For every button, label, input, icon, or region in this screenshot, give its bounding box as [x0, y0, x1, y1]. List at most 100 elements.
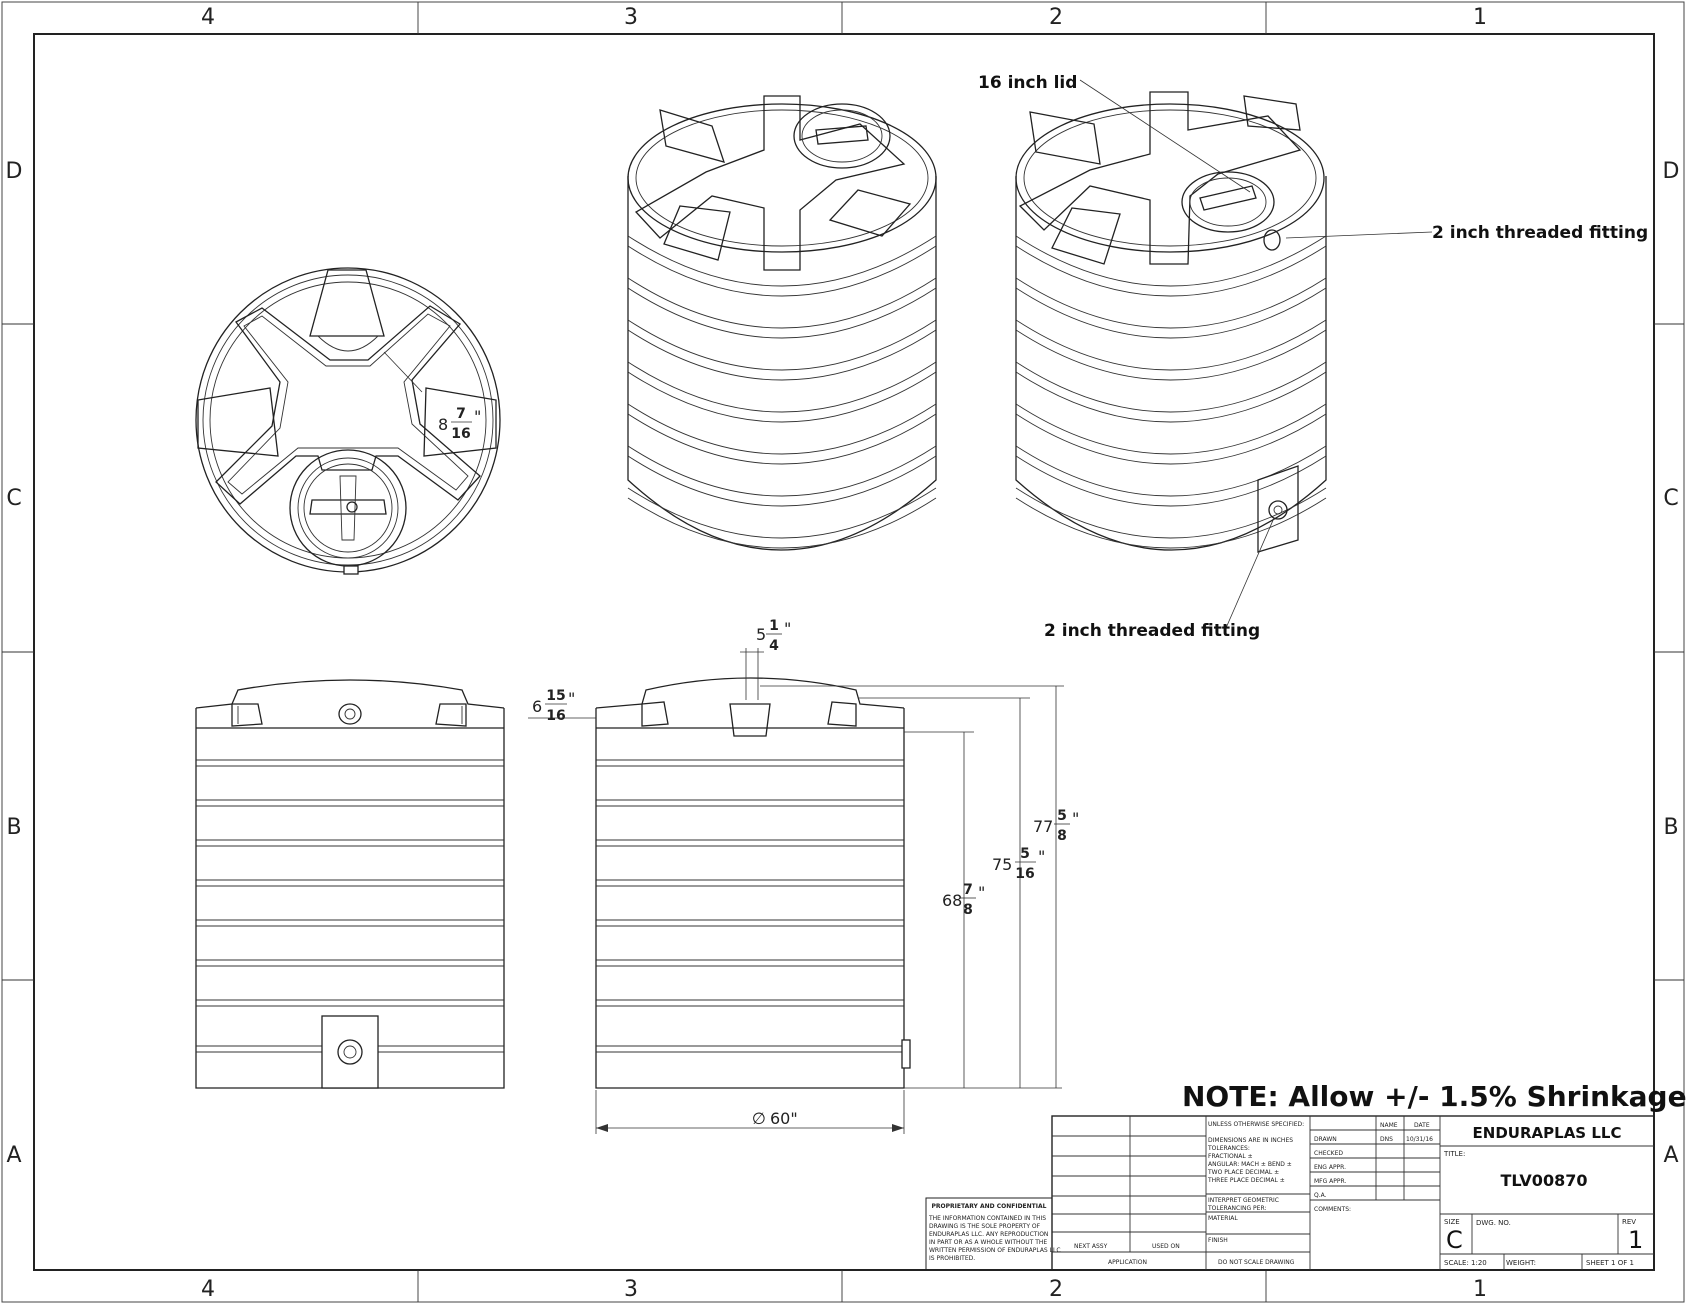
tb-angular: ANGULAR: MACH ± BEND ±	[1208, 1161, 1292, 1168]
zone-row-c-left: C	[6, 486, 21, 511]
tb-weight: WEIGHT:	[1506, 1259, 1536, 1267]
prop-line-3: ENDURAPLAS LLC. ANY REPRODUCTION	[929, 1231, 1048, 1238]
prop-line-4: IN PART OR AS A WHOLE WITHOUT THE	[929, 1239, 1047, 1246]
zone-col-3-bottom: 3	[624, 1277, 638, 1302]
callout-group: 16 inch lid 2 inch threaded fitting 2 in…	[978, 73, 1648, 641]
zone-col-4-bottom: 4	[201, 1277, 215, 1302]
tb-fractional: FRACTIONAL ±	[1208, 1153, 1253, 1160]
dim-body-unit: "	[978, 883, 985, 902]
tb-two-place: TWO PLACE DECIMAL ±	[1207, 1169, 1279, 1176]
prop-line-5: WRITTEN PERMISSION OF ENDURAPLAS LLC	[929, 1247, 1061, 1254]
dim-top-rib-unit: "	[474, 407, 481, 426]
zone-row-a-right: A	[1663, 1143, 1678, 1168]
tb-dims-inches: DIMENSIONS ARE IN INCHES	[1208, 1137, 1293, 1144]
tb-size-label: SIZE	[1444, 1218, 1460, 1226]
tb-checked: CHECKED	[1314, 1150, 1343, 1157]
shrinkage-note: NOTE: Allow +/- 1.5% Shrinkage	[1182, 1080, 1686, 1113]
dim-overall-whole: 77	[1033, 817, 1053, 836]
tb-drawn: DRAWN	[1314, 1136, 1337, 1143]
dim-neck-num: 1	[769, 618, 779, 634]
tb-sheet: SHEET 1 OF 1	[1586, 1259, 1634, 1267]
tb-tolerances: TOLERANCES:	[1207, 1145, 1250, 1152]
tb-size: C	[1446, 1226, 1463, 1254]
tb-tol-per: TOLERANCING PER:	[1207, 1205, 1266, 1212]
tb-dwg-no-label: DWG. NO.	[1476, 1219, 1511, 1227]
zone-col-4-top: 4	[201, 5, 215, 30]
dim-diameter: 60"	[770, 1109, 798, 1128]
tb-eng-appr: ENG APPR.	[1314, 1164, 1346, 1171]
tank-side-elevation: 5 1 4 " 6 15 16 " 68 7 8 " 75 5 16 " 77 …	[528, 618, 1079, 1134]
dim-mid-unit: "	[1038, 847, 1045, 866]
tb-used-on: USED ON	[1152, 1243, 1180, 1250]
dim-mid-whole: 75	[992, 855, 1012, 874]
tb-comments: COMMENTS:	[1314, 1206, 1351, 1213]
dim-overall-num: 5	[1057, 808, 1067, 824]
tb-name-hdr: NAME	[1380, 1122, 1398, 1129]
tb-next-assy: NEXT ASSY	[1074, 1243, 1108, 1250]
tank-front-elevation	[195, 679, 505, 1089]
dim-body-num: 7	[963, 882, 973, 898]
tank-isometric-view-right	[1015, 91, 1327, 553]
dim-shoulder-unit: "	[568, 689, 575, 708]
zone-row-a-left: A	[6, 1143, 21, 1168]
tb-qa: Q.A.	[1314, 1192, 1327, 1199]
zone-row-d-left: D	[6, 159, 23, 184]
tb-do-not-scale: DO NOT SCALE DRAWING	[1218, 1259, 1295, 1266]
dim-overall-den: 8	[1057, 828, 1067, 844]
dim-body-whole: 68	[942, 891, 962, 910]
dim-top-rib-den: 16	[451, 426, 470, 442]
zone-labels: 4 3 2 1 4 3 2 1 D C B A D C B A	[6, 5, 1680, 1302]
dim-overall-unit: "	[1072, 809, 1079, 828]
tb-date-hdr: DATE	[1414, 1122, 1430, 1129]
zone-col-3-top: 3	[624, 5, 638, 30]
tb-mfg-appr: MFG APPR.	[1314, 1178, 1346, 1185]
dim-body-den: 8	[963, 902, 973, 918]
tb-rev-label: REV	[1622, 1218, 1636, 1226]
tb-three-place: THREE PLACE DECIMAL ±	[1207, 1177, 1285, 1184]
zone-row-b-left: B	[6, 815, 21, 840]
callout-2-inch-fitting-top: 2 inch threaded fitting	[1432, 223, 1648, 243]
tb-scale: SCALE: 1:20	[1444, 1259, 1487, 1267]
prop-line-1: THE INFORMATION CONTAINED IN THIS	[928, 1215, 1046, 1222]
dim-neck-unit: "	[784, 619, 791, 638]
tb-material: MATERIAL	[1208, 1215, 1238, 1222]
zone-row-d-right: D	[1663, 159, 1680, 184]
tb-title: TLV00870	[1501, 1171, 1588, 1190]
zone-col-1-top: 1	[1473, 5, 1487, 30]
tb-interpret: INTERPRET GEOMETRIC	[1208, 1197, 1279, 1204]
prop-title: PROPRIETARY AND CONFIDENTIAL	[932, 1203, 1047, 1210]
zone-col-1-bottom: 1	[1473, 1277, 1487, 1302]
dim-diameter-symbol: ∅	[752, 1109, 766, 1128]
tank-top-view: 8 7 16 "	[195, 267, 501, 575]
tb-application: APPLICATION	[1108, 1259, 1147, 1266]
zone-col-2-top: 2	[1049, 5, 1063, 30]
dim-mid-num: 5	[1020, 846, 1030, 862]
tb-company: ENDURAPLAS LLC	[1473, 1124, 1622, 1142]
prop-line-6: IS PROHIBITED.	[929, 1255, 975, 1262]
prop-line-2: DRAWING IS THE SOLE PROPERTY OF	[929, 1223, 1041, 1230]
zone-row-c-right: C	[1663, 486, 1678, 511]
zone-row-b-right: B	[1663, 815, 1678, 840]
tb-finish: FINISH	[1208, 1237, 1228, 1244]
dim-top-rib-whole: 8	[438, 415, 448, 434]
dim-neck-den: 4	[769, 638, 779, 654]
proprietary-block: PROPRIETARY AND CONFIDENTIAL THE INFORMA…	[925, 1197, 1061, 1271]
zone-col-2-bottom: 2	[1049, 1277, 1063, 1302]
dim-neck-whole: 5	[756, 625, 766, 644]
dim-top-rib-num: 7	[456, 406, 466, 422]
dim-mid-den: 16	[1015, 866, 1034, 882]
dim-shoulder-num: 15	[546, 688, 565, 704]
tank-isometric-view-left	[627, 95, 937, 551]
tb-title-label: TITLE:	[1443, 1150, 1465, 1158]
tb-rev: 1	[1628, 1226, 1643, 1254]
tb-drawn-date: 10/31/16	[1406, 1136, 1433, 1143]
tb-unless: UNLESS OTHERWISE SPECIFIED:	[1208, 1121, 1304, 1128]
title-block: UNLESS OTHERWISE SPECIFIED: DIMENSIONS A…	[1051, 1115, 1655, 1271]
dim-shoulder-den: 16	[546, 708, 565, 724]
callout-2-inch-fitting-side: 2 inch threaded fitting	[1044, 621, 1260, 641]
callout-16-inch-lid: 16 inch lid	[978, 73, 1077, 93]
tb-drawn-name: DNS	[1380, 1136, 1393, 1143]
dim-shoulder-whole: 6	[532, 697, 542, 716]
